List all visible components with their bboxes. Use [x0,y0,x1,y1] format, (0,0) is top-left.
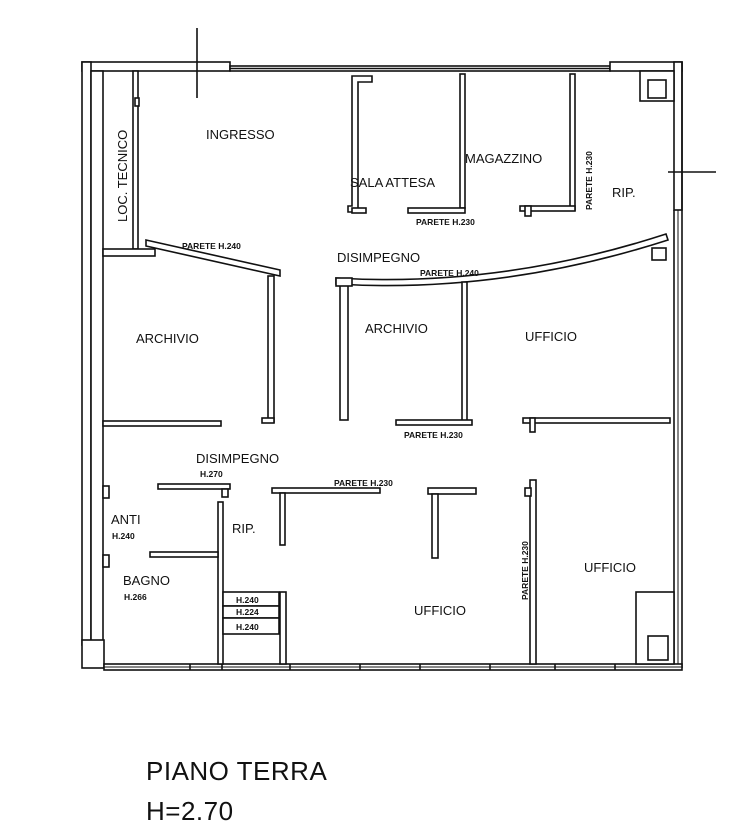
room-label-disimpegno-bottom: DISIMPEGNO [196,451,279,466]
wall-label-parete-h230-magazzino: PARETE H.230 [584,151,594,210]
height-label-h224: H.224 [236,607,259,617]
height-label-h240-a: H.240 [236,595,259,605]
room-label-ufficio-bottom: UFFICIO [414,603,466,618]
room-label-anti: ANTI [111,512,141,527]
room-label-bagno: BAGNO [123,573,170,588]
wall-label-parete-h240-left: PARETE H.240 [182,241,241,251]
top-wall-right [609,61,683,72]
height-label-disimpegno: H.270 [200,469,223,479]
wall-label-parete-h240-curve: PARETE H.240 [420,268,479,278]
height-label-h240-b: H.240 [236,622,259,632]
room-label-rip-bottom: RIP. [232,521,256,536]
wall-label-parete-h230-sala: PARETE H.230 [416,217,475,227]
room-label-loc-tecnico: LOC. TECNICO [115,130,130,222]
height-label-bagno: H.266 [124,592,147,602]
height-label-anti: H.240 [112,531,135,541]
sala-attesa-walls [347,73,576,217]
outer-walls [81,61,683,671]
room-label-sala-attesa: SALA ATTESA [350,175,435,190]
middle-dividers [102,417,671,433]
left-wall [81,61,92,646]
room-label-archivio-center: ARCHIVIO [365,321,428,336]
top-wall-left [81,61,231,72]
room-label-rip-top: RIP. [612,185,636,200]
wall-label-parete-h230-vertical: PARETE H.230 [520,541,530,600]
bottom-left-pillar [81,639,105,669]
left-inner-wall [90,70,104,642]
lower-walls [102,479,537,665]
floor-title: PIANO TERRA [146,756,328,786]
room-label-archivio-left: ARCHIVIO [136,331,199,346]
room-label-disimpegno-top: DISIMPEGNO [337,250,420,265]
upper-division-walls [145,232,670,426]
right-wall-top [673,61,683,211]
room-label-magazzino: MAGAZZINO [465,151,542,166]
wall-label-parete-h230-archivio: PARETE H.230 [404,430,463,440]
room-label-ingresso: INGRESSO [206,127,275,142]
wall-label-parete-h230-ufficio: PARETE H.230 [334,478,393,488]
loc-tecnico-walls [102,70,156,257]
floor-height: H=2.70 [146,796,234,826]
room-label-ufficio-top: UFFICIO [525,329,577,344]
room-label-ufficio-right: UFFICIO [584,560,636,575]
